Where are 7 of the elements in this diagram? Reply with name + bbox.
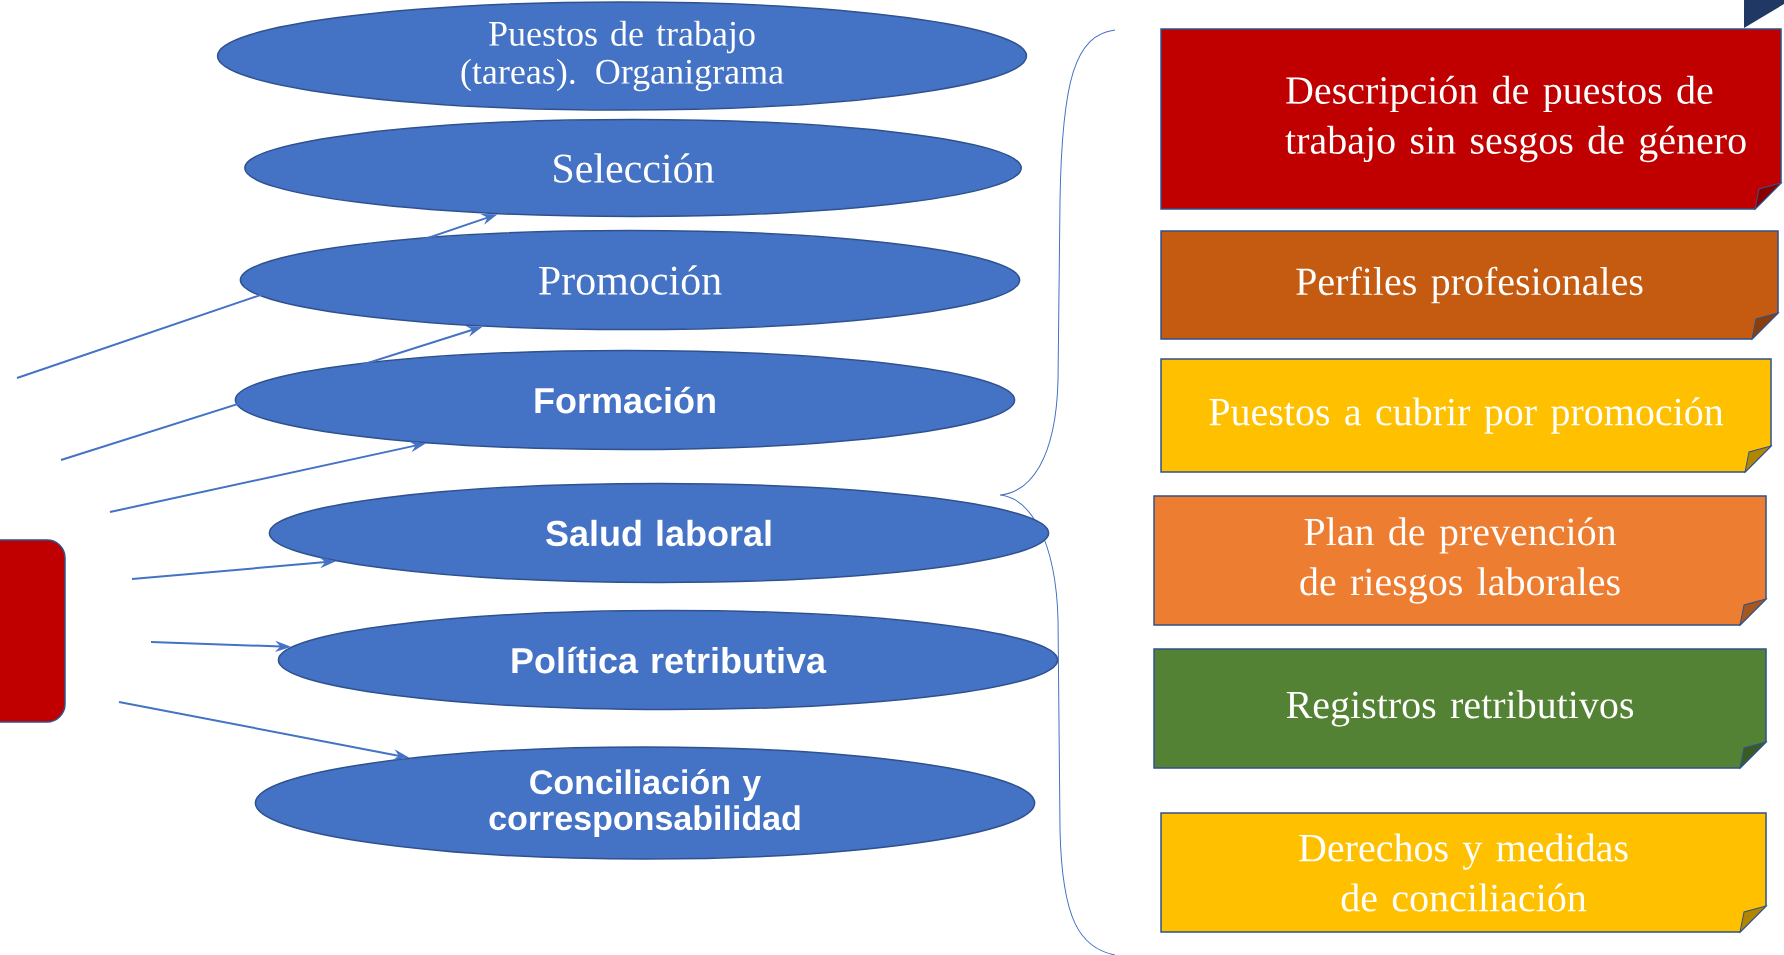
note-box: Descripción de puestos de trabajo sin sesgos de género xyxy=(1160,28,1782,210)
rounded-box xyxy=(0,539,66,723)
note-box: Registros retributivos xyxy=(1153,648,1767,769)
note-box: Perfiles profesionales xyxy=(1160,230,1779,340)
note-box: Puestos a cubrir por promoción xyxy=(1160,358,1772,473)
note-box: Plan de prevención de riesgos laborales xyxy=(1153,495,1767,626)
note-box: Derechos y medidas de conciliación xyxy=(1160,812,1767,933)
